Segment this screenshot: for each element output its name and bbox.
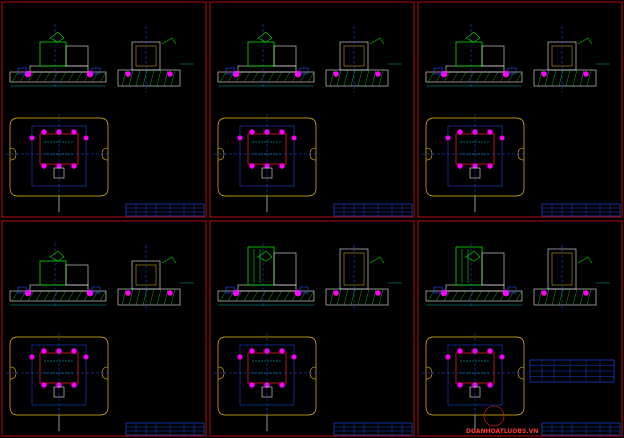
top-view xyxy=(6,333,112,433)
sheet-frame xyxy=(417,1,623,218)
sheet-frame xyxy=(209,220,415,437)
sheet-6 xyxy=(417,220,623,437)
front-view xyxy=(217,24,315,88)
sheet-frame xyxy=(1,220,207,437)
sheet-1 xyxy=(1,1,207,218)
watermark-logo xyxy=(483,405,505,427)
front-view xyxy=(9,243,107,307)
sheet-frame xyxy=(1,1,207,218)
sheet-4 xyxy=(1,220,207,437)
parts-table xyxy=(529,359,615,383)
front-view xyxy=(425,24,523,88)
top-view xyxy=(422,333,528,433)
sheet-frame xyxy=(209,1,415,218)
front-view xyxy=(217,243,315,307)
title-block xyxy=(541,422,621,436)
watermark-text: DOANHOATLUOBS.VN xyxy=(466,428,538,435)
title-block xyxy=(333,203,413,217)
title-block xyxy=(125,203,205,217)
side-view xyxy=(117,245,194,311)
top-view xyxy=(422,114,528,214)
top-view xyxy=(6,114,112,214)
side-view xyxy=(533,26,610,92)
side-view xyxy=(325,26,402,92)
sheet-3 xyxy=(417,1,623,218)
sheet-5 xyxy=(209,220,415,437)
top-view xyxy=(214,114,320,214)
side-view xyxy=(117,26,194,92)
title-block xyxy=(125,422,205,436)
title-block xyxy=(541,203,621,217)
side-view xyxy=(325,245,402,311)
front-view xyxy=(9,24,107,88)
sheet-2 xyxy=(209,1,415,218)
front-view xyxy=(425,243,523,307)
sheet-frame xyxy=(417,220,623,437)
title-block xyxy=(333,422,413,436)
side-view xyxy=(533,245,610,311)
top-view xyxy=(214,333,320,433)
